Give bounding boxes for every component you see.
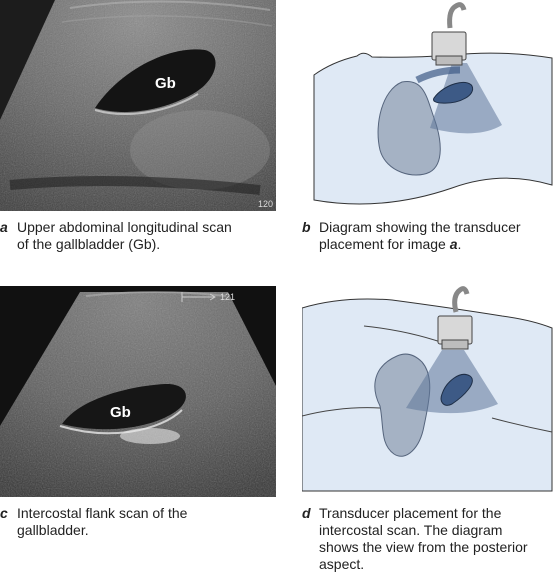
gallbladder-c [62, 383, 186, 430]
depth-marker-a: 120 [258, 199, 273, 209]
caption-a: a Upper abdominal longitudinal scan of t… [0, 219, 276, 253]
gallbladder-b [433, 82, 474, 104]
caption-letter-c: c [0, 505, 8, 521]
gallbladder-d [440, 374, 473, 406]
gb-label-a: Gb [155, 75, 176, 92]
ultrasound-image-c: 121 Gb [0, 286, 276, 497]
caption-b-image-ref: a [449, 236, 458, 252]
transducer-b [431, 2, 467, 66]
caption-c: c Intercostal flank scan of the gallblad… [0, 505, 276, 539]
caption-b: b Diagram showing the transducer placeme… [302, 219, 554, 253]
gb-label-c: Gb [110, 404, 131, 421]
caption-d-line4: aspect. [319, 556, 365, 572]
liver-b [377, 81, 441, 176]
caption-b-line2-suffix: . [457, 236, 462, 252]
caption-letter-d: d [302, 505, 311, 521]
gallbladder-a [95, 49, 216, 113]
caption-d-line2: intercostal scan. The diagram [319, 522, 503, 538]
scale-indicator-c [181, 292, 216, 302]
caption-b-line2-prefix: placement for image [319, 236, 450, 252]
caption-letter-a: a [0, 219, 8, 235]
caption-d: d Transducer placement for the intercost… [302, 505, 554, 575]
transducer-diagram-d [302, 286, 553, 492]
transducer-d [437, 286, 473, 350]
transducer-diagram-b [313, 2, 553, 205]
caption-a-line2: of the gallbladder (Gb). [17, 236, 161, 252]
ultrasound-image-a: Gb 120 [0, 0, 276, 211]
caption-c-line1: Intercostal flank scan of the [17, 505, 188, 521]
liver-d [374, 353, 431, 457]
caption-d-line3: shows the view from the posterior [319, 539, 528, 555]
depth-marker-c: 121 [220, 292, 235, 302]
caption-b-line1: Diagram showing the transducer [319, 219, 521, 235]
caption-letter-b: b [302, 219, 311, 235]
caption-a-line1: Upper abdominal longitudinal scan [17, 219, 232, 235]
caption-c-line2: gallbladder. [17, 522, 89, 538]
caption-d-line1: Transducer placement for the [319, 505, 502, 521]
